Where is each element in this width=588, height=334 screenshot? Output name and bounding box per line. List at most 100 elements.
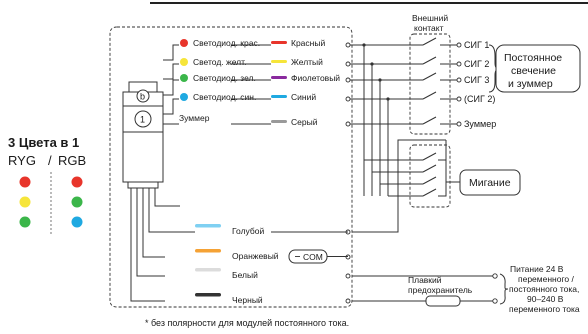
led-lead-4 [163,98,179,115]
badge-b [136,89,150,103]
led-row-3: Светодиод. зел. [163,73,256,96]
bottom-cable-4: Черный [195,293,351,305]
top-wire-terminal-1 [345,42,351,48]
top-wire-label-1: Красный [291,38,325,48]
blink-box-label: Мигание [469,177,511,189]
top-wire-terminal-2 [345,61,351,67]
legend-dot-right-1 [71,176,83,188]
top-wire-swatch-3 [271,76,287,79]
power-brace [499,273,509,305]
badge-1-label: 1 [140,115,145,125]
tower-wire-3 [142,188,165,258]
led-dot-4 [180,93,188,101]
power-note-4: 90–240 В [527,294,564,304]
power-terminal-bottom [492,298,498,304]
bottom-cable-1: Голубой [195,224,351,236]
top-wire-terminal-5 [345,121,351,127]
junction-4 [386,97,390,101]
signal-label-5: Зуммер [464,119,496,129]
bottom-cable-label-3: Белый [232,270,258,280]
bottom-cable-swatch-3 [195,268,221,272]
bottom-cable-terminal-3 [345,273,351,279]
tower-wire-4 [148,188,195,233]
sig-terminal-1 [456,42,462,48]
top-wire-swatch-1 [271,41,287,44]
top-wire-5: Серый [231,117,351,127]
top-wire-terminal-3 [345,77,351,83]
led-dot-1 [180,39,188,47]
blink-bus [438,159,447,197]
sig-terminal-5 [456,121,462,127]
power-note-2: переменного / [518,274,574,284]
bottom-cable-label-2: Оранжевый [232,251,279,261]
led-label-3: Светодиод. зел. [193,73,256,83]
ext-switch-2 [422,56,437,65]
led-dot-2 [180,58,188,66]
signal-label-3: СИГ 3 [464,75,489,85]
blink-box [459,169,521,196]
legend-subtitle-left: RYG [8,153,36,168]
ext-switch-4 [422,91,437,100]
power-note-3: постоянного тока, [509,284,579,294]
external-contact-label-1: Внешний [412,13,448,23]
led-row-1: Светодиод. крас. [163,38,260,61]
junction-1 [362,43,366,47]
steady-box-line-2: свечение [511,65,556,77]
blink-contact-box [409,144,451,208]
tower-wire-2 [136,188,165,277]
top-wire-swatch-4 [271,95,287,98]
bottom-cable-3: Белый [195,268,351,280]
steady-box-line-3: и зуммер [508,78,553,90]
ext-switch-3 [422,72,437,81]
junction-2 [370,62,374,66]
badge-b-label: b [140,92,145,102]
ext-switch-1 [422,37,437,46]
bottom-cable-terminal-4 [345,298,351,304]
legend-dot-left-3 [19,216,31,228]
steady-box-line-1: Постоянное [504,52,562,64]
top-wire-swatch-2 [271,60,287,63]
led-row-4: Светодиод. син. [163,92,256,115]
top-wire-label-2: Желтый [291,57,323,67]
top-wire-label-3: Фиолетовый [291,73,340,83]
steady-box [495,44,581,93]
led-lead-2 [163,63,179,80]
bottom-cable-swatch-4 [195,293,221,297]
legend-dot-left-2 [19,196,31,208]
led-label-1: Светодиод. крас. [193,38,260,48]
fuse-label-2: предохранитель [408,285,473,295]
fuse-label-1: Плавкий [408,275,442,285]
top-wire-4: Синий [231,92,351,102]
power-note-5: переменного тока [509,304,580,314]
blink-switch-4 [422,188,437,197]
tower-wire-1 [130,188,165,302]
blink-switch-3 [422,176,437,185]
signal-label-4: (СИГ 2) [464,94,495,104]
led-lead-3 [163,79,179,96]
power-note-1: Питание 24 В [510,264,564,274]
footnote: * без полярности для модулей постоянного… [145,318,349,328]
return-line [352,139,446,233]
legend-dot-left-1 [19,176,31,188]
bottom-cable-swatch-1 [195,224,221,228]
external-contact-label-2: контакт [414,23,444,33]
signal-label-2: СИГ 2 [464,59,489,69]
badge-1 [134,110,152,128]
bottom-cable-label-1: Голубой [232,226,264,236]
sig-terminal-2 [456,61,462,67]
top-wire-label-4: Синий [291,92,316,102]
top-wire-swatch-5 [271,120,287,123]
led-dot-3 [180,74,188,82]
legend-subtitle-sep: / [48,153,52,168]
external-contact-box [409,33,451,135]
bottom-cable-label-4: Черный [232,295,263,305]
blink-switch-1 [422,152,437,161]
sig-terminal-3 [456,77,462,83]
led-label-4: Светодиод. син. [193,92,256,102]
tower-wire-5 [154,188,180,207]
top-wire-2: Желтый [231,57,351,67]
led-lead-1 [163,44,179,61]
buzzer-label: Зуммер [179,113,210,123]
legend-dot-right-3 [71,216,83,228]
